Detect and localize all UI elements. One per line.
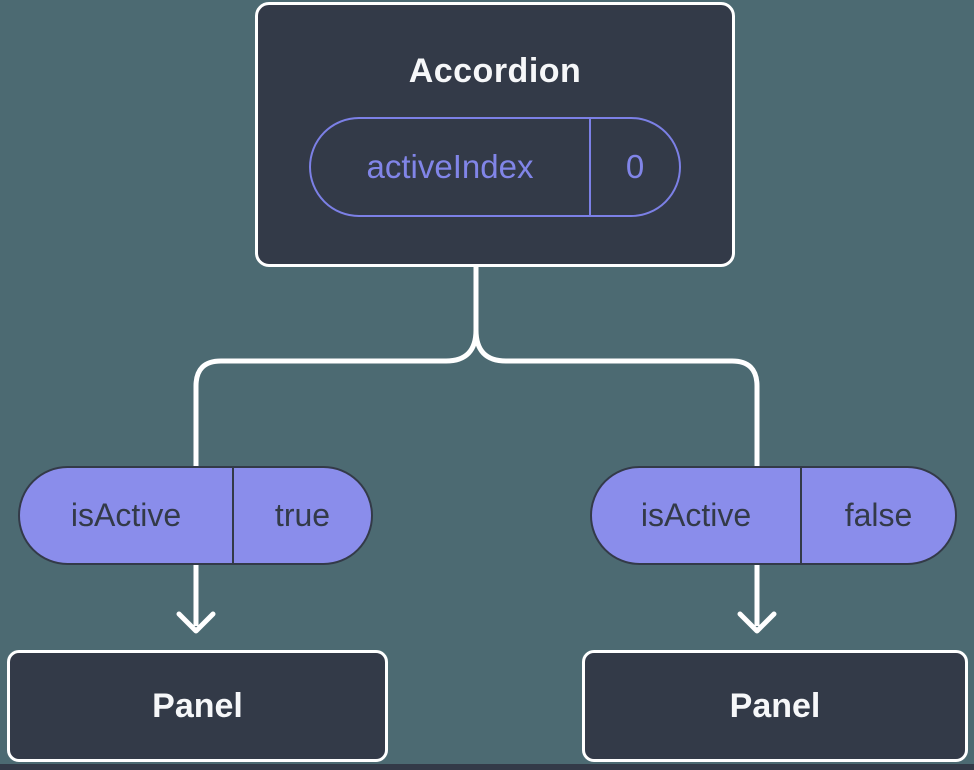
left-branch-line <box>193 329 479 626</box>
bottom-edge-strip <box>0 764 974 770</box>
panel-node-right: Panel <box>582 650 968 762</box>
prop-value-label: 0 <box>625 148 645 185</box>
accordion-node: Accordion activeIndex 0 <box>255 2 735 267</box>
state-pill-isactive-true: isActive true <box>18 466 373 565</box>
right-branch-line <box>473 329 760 626</box>
state-name-label: isActive <box>20 468 234 563</box>
panel-node-title: Panel <box>729 686 821 725</box>
prop-name-label: activeIndex <box>311 119 591 215</box>
state-value-label: true <box>274 497 331 533</box>
left-arrow-down-icon <box>176 611 216 634</box>
right-arrow-down-icon <box>737 611 777 634</box>
state-value-label: false <box>844 497 913 533</box>
panel-node-left: Panel <box>7 650 388 762</box>
state-name-label: isActive <box>592 468 802 563</box>
prop-pill-activeindex: activeIndex 0 <box>309 117 681 217</box>
accordion-node-title: Accordion <box>408 52 582 90</box>
panel-node-title: Panel <box>152 686 243 725</box>
state-pill-isactive-false: isActive false <box>590 466 957 565</box>
